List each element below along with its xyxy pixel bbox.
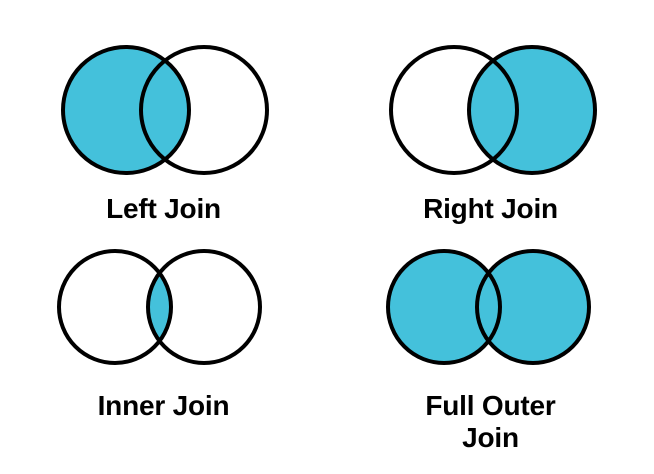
right-circle-outline <box>474 249 591 365</box>
right-circle-outline <box>466 45 597 175</box>
right-circle-outline <box>138 45 269 175</box>
right-circle-fill <box>147 251 260 363</box>
diagram-cell-right-join[interactable]: Right Join <box>327 0 654 228</box>
right-circle-outline <box>145 249 262 365</box>
left-circle-outline <box>385 249 502 365</box>
diagram-label-left-join: Left Join <box>106 193 221 224</box>
diagram-cell-left-join[interactable]: Left Join <box>0 0 327 228</box>
intersection-fill <box>140 47 189 173</box>
diagram-label-right-join: Right Join <box>423 193 558 224</box>
left-circle-outline <box>388 45 519 175</box>
left-circle-fill <box>387 251 500 363</box>
venn-right-join-icon <box>388 40 598 180</box>
left-circle-fill <box>58 251 171 363</box>
venn-left-join-icon <box>60 40 270 180</box>
diagram-label-inner-join: Inner Join <box>97 390 230 421</box>
venn-inner-join-icon <box>56 245 268 370</box>
intersection-fill <box>468 47 517 173</box>
right-circle-fill <box>476 251 589 363</box>
diagram-cell-inner-join[interactable]: Inner Join <box>0 228 327 474</box>
left-circle-outline <box>56 249 173 365</box>
diagram-cell-full-outer-join[interactable]: Full Outer Join <box>327 228 654 474</box>
left-circle-outline <box>60 45 191 175</box>
venn-full-outer-join-icon <box>385 245 597 370</box>
diagram-label-full-outer-join: Full Outer Join <box>425 390 556 454</box>
